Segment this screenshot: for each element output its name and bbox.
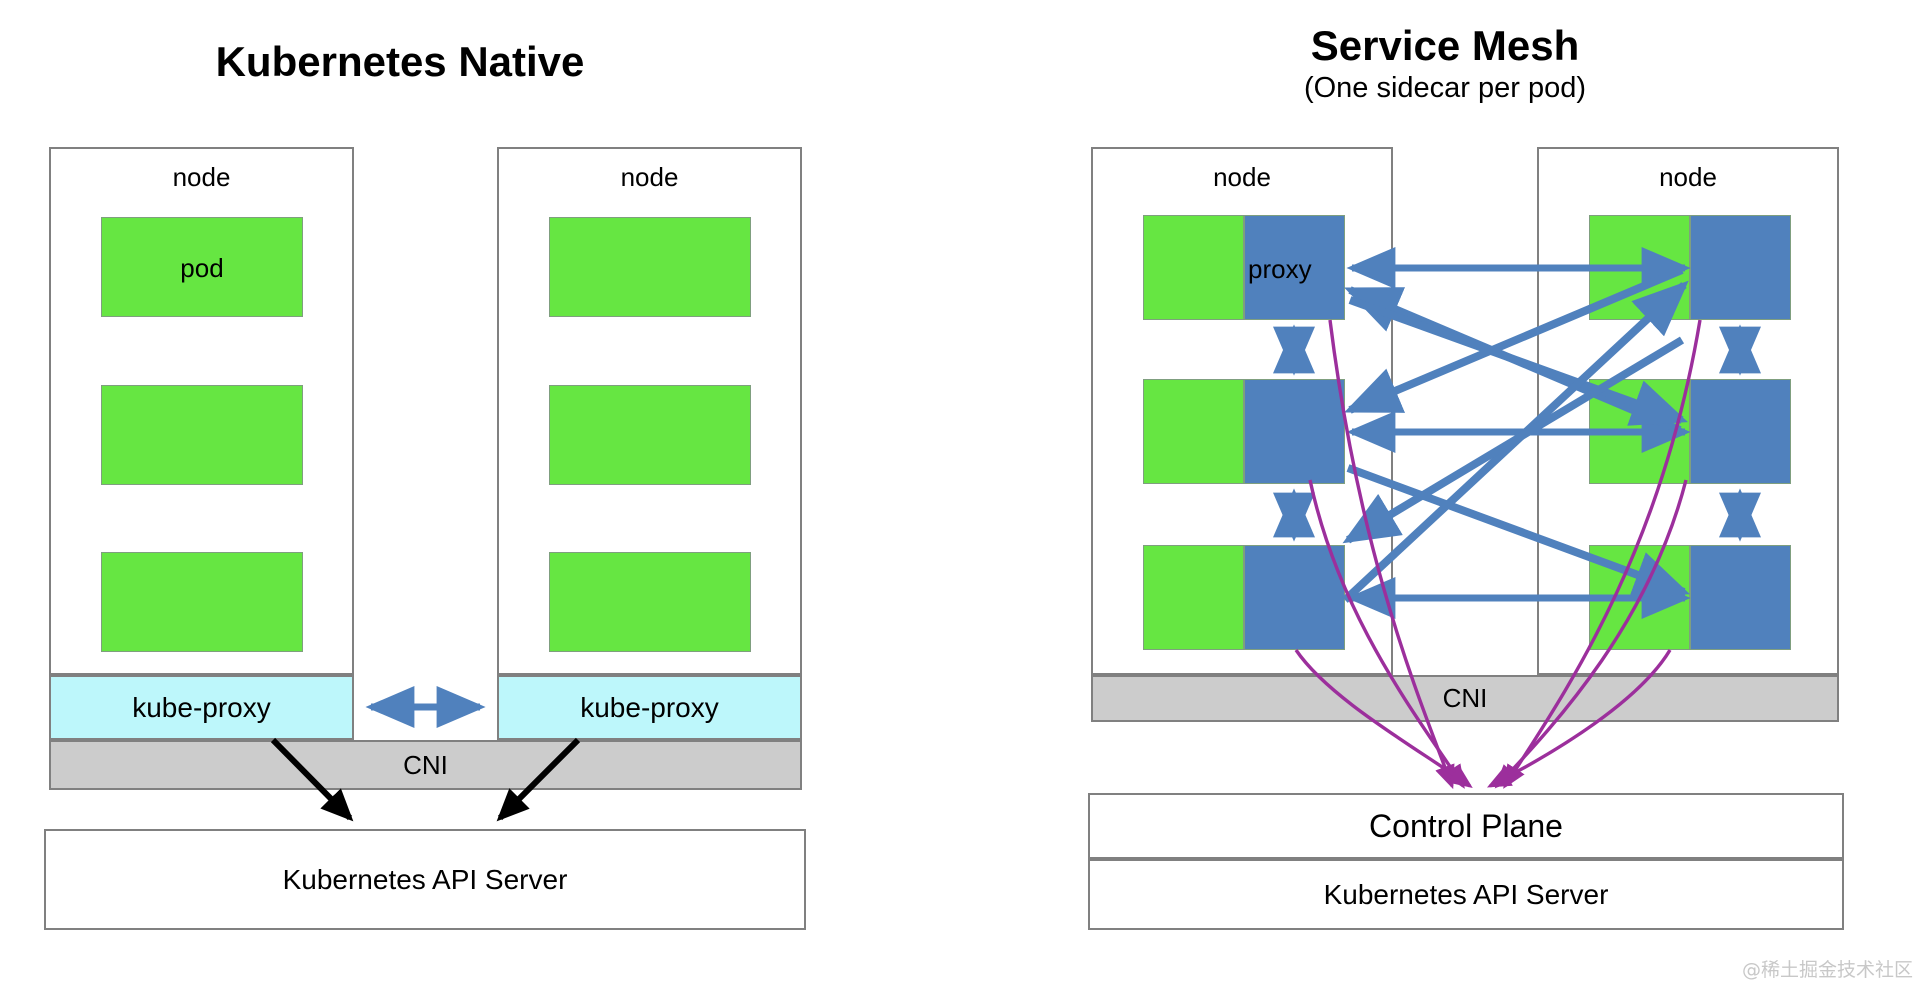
right-panel-subtitle: (One sidecar per pod) (1303, 72, 1587, 104)
mesh-node-1-pod-1-sidecar (1244, 215, 1345, 320)
left-node-2-pod-2 (549, 385, 751, 485)
mesh-cni-band: CNI (1091, 675, 1839, 722)
mesh-node-1-pod-3-sidecar (1244, 545, 1345, 650)
left-node-1-pod-2 (101, 385, 303, 485)
left-node-1-pod-1 (101, 217, 303, 317)
right-panel-title: Service Mesh (1310, 22, 1580, 69)
mesh-node-1-pod-3-app (1143, 545, 1244, 650)
left-node-2-label: node (620, 162, 679, 192)
mesh-node-2-label: node (1659, 162, 1717, 192)
mesh-node-2-pod-2-sidecar (1690, 379, 1791, 484)
control-plane-box: Control Plane (1088, 793, 1844, 859)
mesh-node-2-pod-3-app (1589, 545, 1690, 650)
left-node-2-kube-proxy: kube-proxy (497, 675, 802, 740)
mesh-api-server-box: Kubernetes API Server (1088, 859, 1844, 930)
mesh-node-2-pod-1-sidecar (1690, 215, 1791, 320)
left-api-server-box: Kubernetes API Server (44, 829, 806, 930)
left-cni-band: CNI (49, 740, 802, 790)
watermark: @稀土掘金技术社区 (1742, 959, 1914, 981)
left-node-1-kube-proxy: kube-proxy (49, 675, 354, 740)
left-panel-title: Kubernetes Native (215, 38, 585, 85)
left-node-1-label: node (172, 162, 231, 192)
left-node-1-pod-3 (101, 552, 303, 652)
mesh-node-1-pod-2-app (1143, 379, 1244, 484)
left-node-2-pod-3 (549, 552, 751, 652)
mesh-node-1-label: node (1213, 162, 1271, 192)
left-node-1-pod-1-label: pod (180, 253, 224, 283)
mesh-node-1-pod-1-sidecar-label: proxy (1248, 254, 1312, 284)
left-node-2-pod-1 (549, 217, 751, 317)
mesh-node-2-pod-2-app (1589, 379, 1690, 484)
mesh-node-1-pod-1-app (1143, 215, 1244, 320)
mesh-node-2-pod-1-app (1589, 215, 1690, 320)
mesh-node-2-pod-3-sidecar (1690, 545, 1791, 650)
mesh-node-1-pod-2-sidecar (1244, 379, 1345, 484)
